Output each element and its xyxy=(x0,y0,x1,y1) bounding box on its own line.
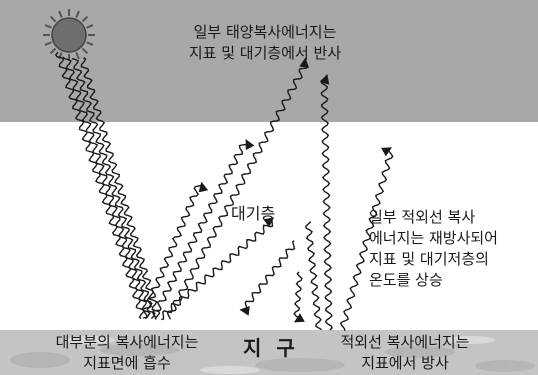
ground-texture xyxy=(10,344,535,372)
infrared-ray-emitted xyxy=(319,73,333,331)
absorb-label: 대부분의 복사에너지는 지표면에 흡수 xyxy=(22,332,232,374)
solar-ray-reflected xyxy=(152,139,255,320)
solar-ray-reflected xyxy=(166,57,309,320)
absorb-line-2: 지표면에 흡수 xyxy=(83,354,171,372)
absorb-line-1: 대부분의 복사에너지는 xyxy=(55,333,199,351)
infrared-ray-reradiated xyxy=(293,271,305,323)
solar-ray-incoming xyxy=(80,57,161,320)
sun-icon xyxy=(43,9,95,61)
solar-ray-incoming xyxy=(71,57,156,319)
reradiation-line-1: 일부 적외선 복사 xyxy=(369,208,476,226)
reradiation-line-4: 온도를 상승 xyxy=(369,271,443,289)
solar-ray-incoming xyxy=(62,56,151,320)
earth-label: 지 구 xyxy=(243,336,299,360)
ground-highlights xyxy=(65,336,495,374)
reradiation-line-3: 지표 및 대기저층의 xyxy=(369,250,489,268)
sky-reflection-line-1: 일부 태양복사에너지는 xyxy=(193,23,337,41)
emit-line-2: 지표에서 방사 xyxy=(361,354,449,372)
reradiation-line-2: 에너지는 재방사되어 xyxy=(369,229,498,247)
infrared-ray-reradiated xyxy=(239,240,296,316)
solar-ray-reflected xyxy=(161,217,275,321)
sky-reflection-line-2: 지표 및 대기층에서 반사 xyxy=(188,44,342,62)
solar-ray-reflected xyxy=(142,181,209,319)
sky-reflection-label: 일부 태양복사에너지는 지표 및 대기층에서 반사 xyxy=(150,22,380,64)
infrared-ray-emitted xyxy=(304,221,323,331)
infrared-ray-emitted xyxy=(339,147,394,331)
emit-label: 적외선 복사에너지는 지표에서 방사 xyxy=(305,332,505,374)
reradiation-label: 일부 적외선 복사 에너지는 재방사되어 지표 및 대기저층의 온도를 상승 xyxy=(369,207,498,291)
atmosphere-label: 대기층 xyxy=(231,204,276,223)
emit-line-1: 적외선 복사에너지는 xyxy=(340,333,470,351)
